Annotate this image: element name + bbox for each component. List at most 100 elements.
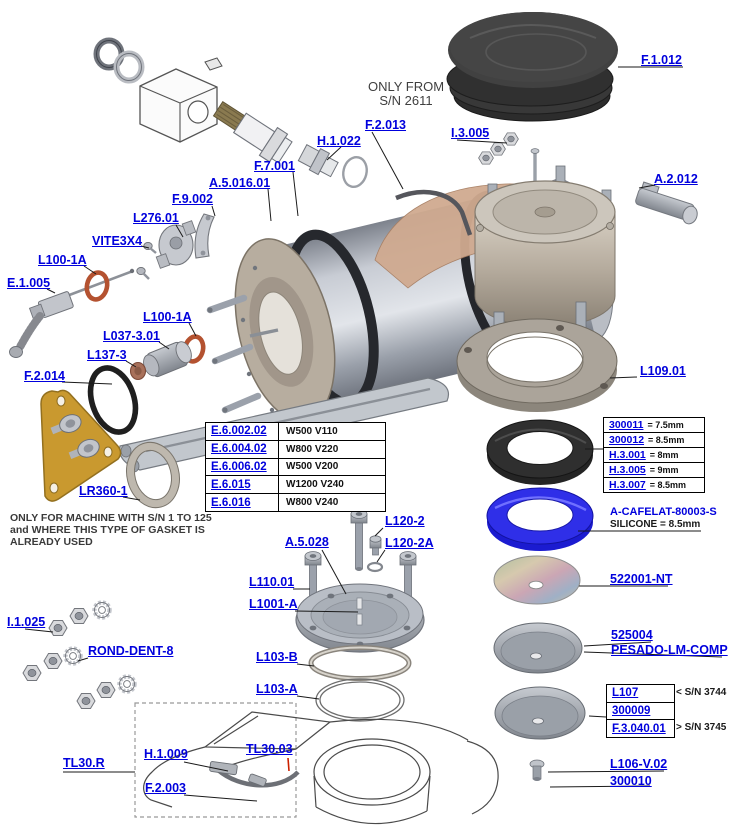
table-row: E.6.002.02 W500 V110 <box>206 423 385 441</box>
gasket-part-link[interactable]: 300011 <box>609 419 644 431</box>
group-head-cap <box>474 148 616 349</box>
part-label-l137-3[interactable]: L137-3 <box>87 348 127 362</box>
table-row: H.3.001 = 8mm <box>604 448 704 463</box>
table-row: E.6.006.02 W500 V200 <box>206 458 385 477</box>
part-label-l103-a[interactable]: L103-A <box>256 682 298 696</box>
element-part-link[interactable]: E.6.004.02 <box>206 440 279 458</box>
oring-l103a <box>315 678 405 722</box>
heating-elements-table: E.6.002.02 W500 V110 E.6.004.02 W800 V22… <box>205 422 386 512</box>
black-group-gasket <box>486 419 594 485</box>
group-ring <box>456 318 618 412</box>
shower-screens-table: L107 300009 F.3.040.01 <box>606 684 675 738</box>
part-label-h1009[interactable]: H.1.009 <box>144 747 188 761</box>
part-label-300010[interactable]: 300010 <box>610 774 652 788</box>
table-row: E.6.016 W800 V240 <box>206 494 385 511</box>
boiler-end-cap <box>446 12 618 122</box>
part-label-f1012[interactable]: F.1.012 <box>641 53 683 67</box>
part-label-i3005[interactable]: I.3.005 <box>451 126 490 140</box>
part-label-a2012[interactable]: A.2.012 <box>654 172 698 186</box>
l120-washer <box>366 561 384 573</box>
part-label-f2003[interactable]: F.2.003 <box>145 781 187 795</box>
table-row: L107 <box>607 685 674 703</box>
group-gaskets-table: 300011 = 7.5mm 300012 = 8.5mm H.3.001 = … <box>603 417 705 493</box>
part-label-a-cafelat[interactable]: A-CAFELAT-80003-S <box>610 506 717 518</box>
part-label-l037-301[interactable]: L037-3.01 <box>103 329 160 343</box>
vacuum-breaker-part <box>297 144 339 178</box>
part-label-rond-dent-8[interactable]: ROND-DENT-8 <box>88 644 174 658</box>
tl3003-pointer <box>287 757 290 772</box>
part-label-l100-1a[interactable]: L100-1A <box>38 253 87 267</box>
gasket-part-link[interactable]: H.3.005 <box>609 464 646 476</box>
part-label-l27601[interactable]: L276.01 <box>133 211 179 225</box>
coupler-parts <box>129 334 206 381</box>
part-label-tl3003[interactable]: TL30.03 <box>246 742 293 756</box>
part-label-l10901[interactable]: L109.01 <box>640 364 686 378</box>
l120-nut <box>369 535 382 556</box>
table-row: F.3.040.01 <box>607 720 674 737</box>
part-label-f9002[interactable]: F.9.002 <box>172 192 214 206</box>
leader-lines <box>24 66 723 802</box>
flange-assembly <box>295 509 425 722</box>
screen-part-link[interactable]: L107 <box>612 687 639 700</box>
chassis-wireframe <box>134 702 499 825</box>
red-oring-1 <box>84 270 110 302</box>
part-label-a5028[interactable]: A.5.028 <box>285 535 329 549</box>
lr360-gasket <box>126 441 180 509</box>
part-label-i1025[interactable]: I.1.025 <box>7 615 46 629</box>
part-label-l106-v02[interactable]: L106-V.02 <box>610 757 668 771</box>
part-label-l1001-a[interactable]: L1001-A <box>249 597 298 611</box>
table-row: E.6.015 W1200 V240 <box>206 476 385 495</box>
gasket-part-link[interactable]: H.3.007 <box>609 479 646 491</box>
table-row: E.6.004.02 W800 V220 <box>206 440 385 459</box>
part-label-pesado[interactable]: PESADO-LM-COMP <box>611 643 728 657</box>
part-label-tl30r[interactable]: TL30.R <box>63 756 105 770</box>
inlet-fitting <box>9 268 135 358</box>
part-label-f7001[interactable]: F.7.001 <box>254 159 296 173</box>
part-label-l11001[interactable]: L110.01 <box>249 575 295 589</box>
table-row: H.3.005 = 9mm <box>604 463 704 478</box>
holographic-screen <box>493 555 581 605</box>
part-label-l100-1a-b[interactable]: L100-1A <box>143 310 192 324</box>
blue-silicone-gasket <box>486 487 594 551</box>
part-label-lr360-1[interactable]: LR360-1 <box>79 484 128 498</box>
screen-screw <box>529 759 545 782</box>
part-label-525004[interactable]: 525004 <box>611 628 653 642</box>
part-label-a501601[interactable]: A.5.016.01 <box>209 176 271 190</box>
silicone-spec: SILICONE = 8.5mm <box>610 519 701 530</box>
table-row: H.3.007 = 8.5mm <box>604 478 704 492</box>
screen-part-link[interactable]: F.3.040.01 <box>612 722 666 735</box>
gasket-note: ONLY FOR MACHINE WITH S/N 1 TO 125 and W… <box>10 512 212 548</box>
screen-part-link[interactable]: 300009 <box>612 705 651 717</box>
part-label-vite3x4[interactable]: VITE3X4 <box>92 234 143 248</box>
part-label-l103-b[interactable]: L103-B <box>256 650 298 664</box>
shower-screen-l107 <box>494 686 586 740</box>
part-label-e1005[interactable]: E.1.005 <box>7 276 51 290</box>
shower-screen-525004 <box>493 622 583 674</box>
part-label-522001-nt[interactable]: 522001-NT <box>610 572 673 586</box>
pipe-fitting-h1009 <box>209 761 238 776</box>
gasket-stack <box>486 419 594 782</box>
table-row: 300012 = 8.5mm <box>604 433 704 448</box>
part-label-l120-2[interactable]: L120-2 <box>385 514 425 528</box>
element-part-link[interactable]: E.6.015 <box>206 476 279 494</box>
part-label-f2014[interactable]: F.2.014 <box>24 369 66 383</box>
tee-fitting <box>635 181 698 225</box>
sn3745-note: > S/N 3745 <box>676 722 727 733</box>
solenoid-valve-group <box>93 37 368 189</box>
part-label-h1022[interactable]: H.1.022 <box>317 134 361 148</box>
part-label-l120-2a[interactable]: L120-2A <box>385 536 434 550</box>
gasket-part-link[interactable]: H.3.001 <box>609 449 646 461</box>
jet-f2003 <box>248 773 267 787</box>
black-oring-f2014 <box>87 365 139 435</box>
bracket-parts <box>136 213 215 280</box>
table-row: 300011 = 7.5mm <box>604 418 704 433</box>
element-part-link[interactable]: E.6.016 <box>206 494 279 511</box>
part-label-f2013[interactable]: F.2.013 <box>365 118 407 132</box>
element-part-link[interactable]: E.6.006.02 <box>206 458 279 476</box>
element-part-link[interactable]: E.6.002.02 <box>206 423 279 440</box>
table-row: 300009 <box>607 703 674 721</box>
gasket-part-link[interactable]: 300012 <box>609 434 645 446</box>
sn3744-note: < S/N 3744 <box>676 687 727 698</box>
